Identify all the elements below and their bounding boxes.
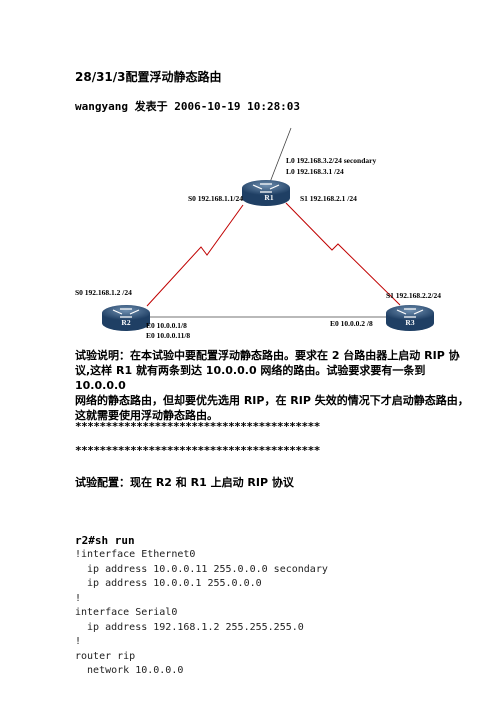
code-line: ip address 10.0.0.11 255.0.0.0 secondary	[75, 563, 328, 575]
router-r1-icon	[242, 180, 290, 206]
serial-link-r1-r3	[285, 202, 401, 306]
separator-line: ****************************************	[75, 420, 320, 433]
router-r3-icon	[386, 305, 434, 331]
code-line: network 10.0.0.0	[75, 665, 184, 676]
byline: wangyang 发表于 2006-10-19 10:28:03	[75, 100, 301, 113]
router-r2-label: R2	[121, 318, 130, 327]
r1-s1-label: S1 192.168.2.1 /24	[300, 194, 357, 203]
r2-e0-label-a: E0 10.0.0.1/8	[146, 321, 187, 330]
code-line: !	[75, 592, 82, 604]
description-line: 网络的静态路由，但却要优先选用 RIP，在 RIP 失效的情况下才启动静态路由，	[75, 394, 469, 407]
description-line: 试验说明：在本试验中要配置浮动静态路由。要求在 2 台路由器上启动 RIP 协	[75, 349, 460, 362]
code-line: interface Serial0	[75, 607, 178, 618]
r3-e0-label: E0 10.0.0.2 /8	[330, 319, 373, 328]
r2-s0-label: S0 192.168.1.2 /24	[75, 288, 132, 297]
code-line: ip address 10.0.0.1 255.0.0.0	[75, 578, 262, 589]
r1-l0-label: L0 192.168.3.1 /24	[286, 167, 344, 176]
serial-link-r1-r2	[146, 204, 244, 307]
r3-s1-label: S1 192.168.2.2/24	[386, 291, 441, 300]
code-line: ip address 192.168.1.2 255.255.255.0	[75, 621, 304, 633]
description-line: 议,这样 R1 就有两条到达 10.0.0.0 网络的路由。试验要求要有一条到 …	[75, 364, 426, 392]
experiment-description: 试验说明：在本试验中要配置浮动静态路由。要求在 2 台路由器上启动 RIP 协 …	[75, 348, 475, 423]
config-title: 试验配置：现在 R2 和 R1 上启动 RIP 协议	[75, 476, 294, 489]
separator-line: ****************************************	[75, 444, 320, 457]
router-r2-icon	[102, 305, 150, 331]
page-title: 28/31/3配置浮动静态路由	[75, 70, 222, 84]
r1-l0-secondary-label: L0 192.168.3.2/24 secondary	[286, 156, 376, 165]
r2-e0-label-b: E0 10.0.0.11/8	[146, 331, 190, 340]
code-line: !	[75, 636, 82, 647]
router-r1-label: R1	[264, 193, 273, 202]
code-line: !interface Ethernet0	[75, 549, 196, 560]
router-r3-label: R3	[405, 318, 414, 327]
config-code-block: !interface Ethernet0 ip address 10.0.0.1…	[75, 548, 328, 679]
description-line: 这就需要使用浮动静态路由。	[75, 409, 218, 422]
code-line: router rip	[75, 650, 136, 662]
command-line: r2#sh run	[75, 534, 135, 547]
r1-s0-label: S0 192.168.1.1/24	[188, 194, 243, 203]
r1-loopback-link	[266, 127, 292, 191]
